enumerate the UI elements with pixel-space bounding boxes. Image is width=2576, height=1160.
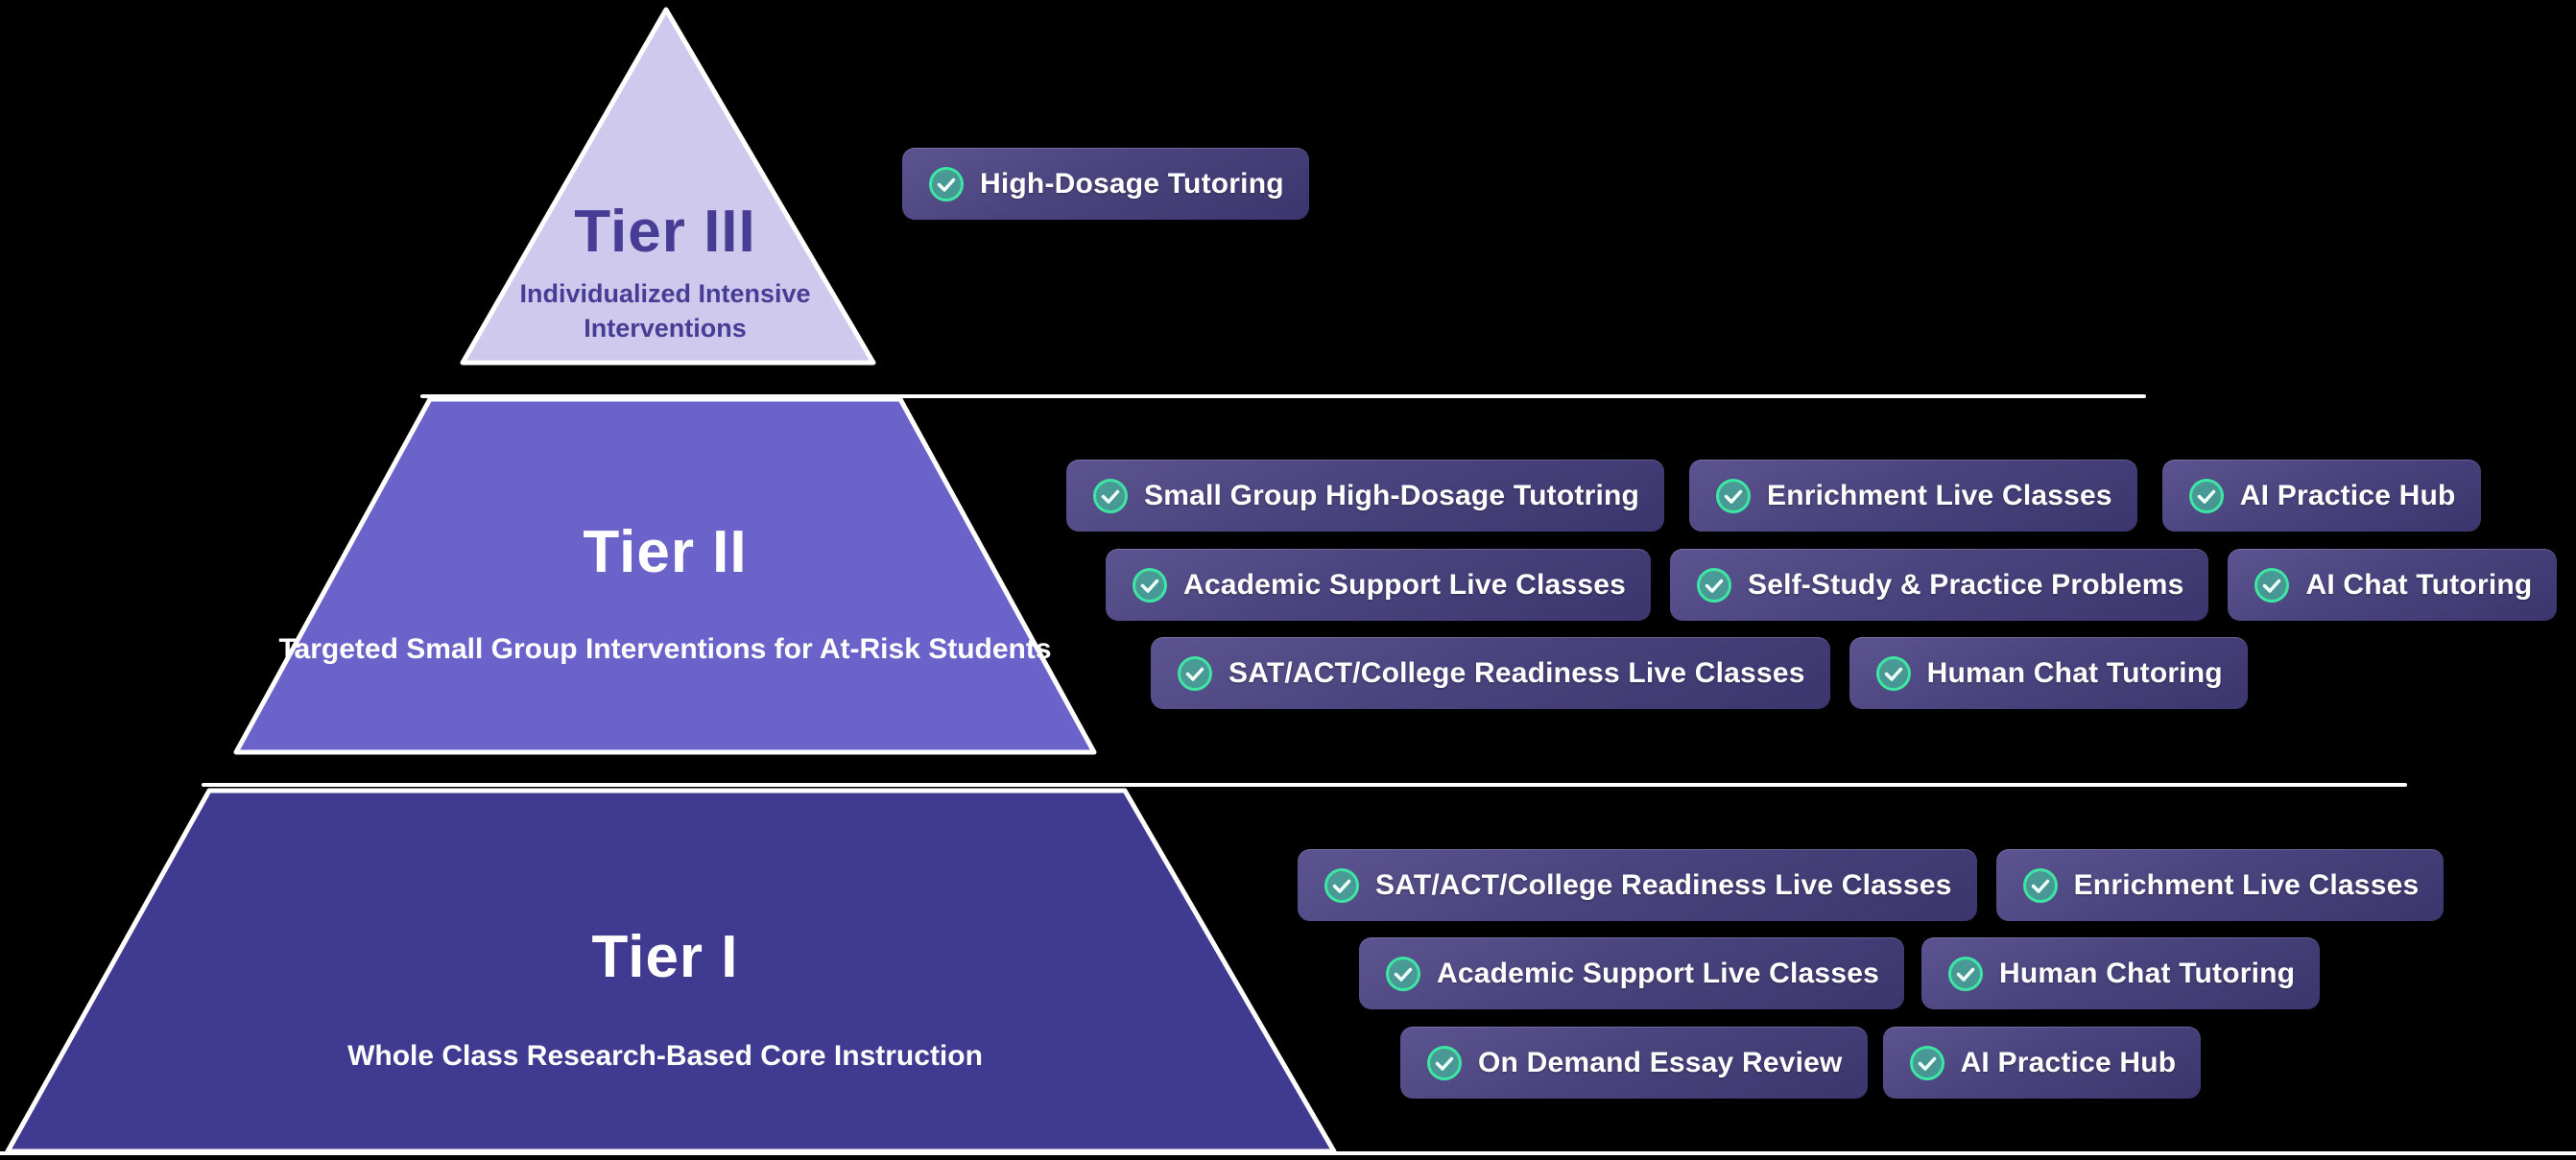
check-circle-icon xyxy=(1947,956,1983,991)
check-circle-icon xyxy=(1178,655,1212,691)
badge-ai-chat-tutoring: AI Chat Tutoring xyxy=(2228,549,2558,621)
badge-on-demand-essay-review: On Demand Essay Review xyxy=(1400,1027,1868,1099)
tier-1-divider-line xyxy=(202,783,2407,787)
tier-1-badges-row-1: SAT/ACT/College Readiness Live Classes E… xyxy=(1298,849,2445,921)
tier-1-title: Tier I xyxy=(591,924,739,990)
badge-label: On Demand Essay Review xyxy=(1478,1046,1843,1078)
badge-label: Enrichment Live Classes xyxy=(1767,479,2112,511)
check-circle-icon xyxy=(1133,567,1167,603)
check-circle-icon xyxy=(1716,478,1752,513)
badge-label: Academic Support Live Classes xyxy=(1437,957,1879,989)
badge-label: High-Dosage Tutoring xyxy=(980,167,1284,200)
badge-high-dosage-tutoring: High-Dosage Tutoring xyxy=(902,148,1309,220)
tier-2-badges-row-2: Academic Support Live Classes Self-Study… xyxy=(1106,549,2558,621)
tier-1-badges-row-2: Academic Support Live Classes Human Chat… xyxy=(1359,937,2321,1009)
tier-3-badges-row-1: High-Dosage Tutoring xyxy=(902,148,1309,220)
badge-label: AI Practice Hub xyxy=(1960,1046,2177,1078)
badge-label: SAT/ACT/College Readiness Live Classes xyxy=(1228,656,1805,689)
badge-sat-act-college-readiness-live-classes: SAT/ACT/College Readiness Live Classes xyxy=(1151,637,1830,709)
tier-3-subtitle: Individualized Intensive Interventions xyxy=(519,279,811,343)
tier-2-trapezoid xyxy=(233,396,1097,755)
badge-label: AI Chat Tutoring xyxy=(2305,568,2533,601)
check-circle-icon xyxy=(929,166,964,201)
check-circle-icon xyxy=(1093,478,1128,513)
badge-academic-support-live-classes: Academic Support Live Classes xyxy=(1359,937,1904,1009)
check-circle-icon xyxy=(1875,655,1911,691)
badge-self-study-practice-problems: Self-Study & Practice Problems xyxy=(1669,549,2209,621)
tier-3-title: Tier III xyxy=(574,199,756,265)
check-circle-icon xyxy=(1324,867,1359,903)
tier-1-badges-row-3: On Demand Essay Review AI Practice Hub xyxy=(1400,1027,2202,1099)
badge-small-group-high-dosage-tutotring: Small Group High-Dosage Tutotring xyxy=(1066,460,1665,532)
tier-2-title: Tier II xyxy=(583,519,748,585)
check-circle-icon xyxy=(1696,567,1731,603)
check-circle-icon xyxy=(2254,567,2290,603)
badge-label: Small Group High-Dosage Tutotring xyxy=(1144,479,1640,511)
badge-label: Self-Study & Practice Problems xyxy=(1747,568,2184,601)
badge-sat-act-college-readiness-live-classes: SAT/ACT/College Readiness Live Classes xyxy=(1298,849,1977,921)
tier-2-badges-row-1: Small Group High-Dosage Tutotring Enrich… xyxy=(1066,460,2481,532)
badge-enrichment-live-classes: Enrichment Live Classes xyxy=(1689,460,2137,532)
check-circle-icon xyxy=(1909,1045,1944,1080)
tier-2-subtitle: Targeted Small Group Interventions for A… xyxy=(278,633,1052,665)
badge-human-chat-tutoring: Human Chat Tutoring xyxy=(1920,937,2321,1009)
check-circle-icon xyxy=(2022,867,2058,903)
bottom-line xyxy=(0,1151,2576,1155)
tier-3-triangle xyxy=(460,7,876,366)
tier-2-badges-row-3: SAT/ACT/College Readiness Live Classes H… xyxy=(1151,637,2248,709)
badge-ai-practice-hub: AI Practice Hub xyxy=(1882,1027,2202,1099)
badge-human-chat-tutoring: Human Chat Tutoring xyxy=(1849,637,2248,709)
badge-enrichment-live-classes: Enrichment Live Classes xyxy=(1995,849,2445,921)
check-circle-icon xyxy=(1386,956,1420,991)
check-circle-icon xyxy=(1427,1045,1462,1080)
tier-1-subtitle: Whole Class Research-Based Core Instruct… xyxy=(347,1040,983,1072)
check-circle-icon xyxy=(2188,478,2224,513)
badge-label: SAT/ACT/College Readiness Live Classes xyxy=(1375,868,1952,901)
badge-label: Human Chat Tutoring xyxy=(1998,957,2296,989)
badge-ai-practice-hub: AI Practice Hub xyxy=(2161,460,2481,532)
badge-label: Academic Support Live Classes xyxy=(1183,568,1626,601)
badge-label: Human Chat Tutoring xyxy=(1926,656,2223,689)
badge-label: AI Practice Hub xyxy=(2239,479,2456,511)
badge-academic-support-live-classes: Academic Support Live Classes xyxy=(1106,549,1651,621)
badge-label: Enrichment Live Classes xyxy=(2073,868,2420,901)
